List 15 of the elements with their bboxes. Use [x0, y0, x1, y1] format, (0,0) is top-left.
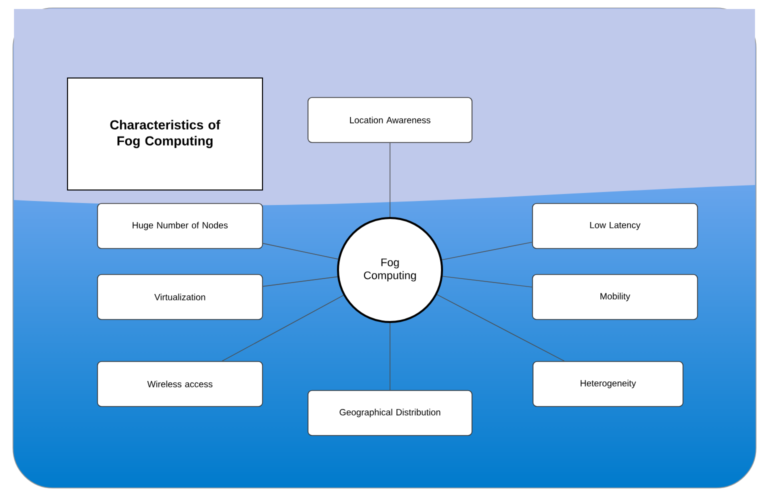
- characteristic-box: Mobility: [532, 274, 698, 320]
- characteristic-box: Geographical Distribution: [308, 390, 472, 436]
- characteristic-box: Wireless access: [97, 361, 263, 407]
- connector-line: [222, 294, 344, 362]
- connector-line: [262, 276, 338, 287]
- connector-line: [442, 242, 532, 260]
- characteristic-box: Huge Number of Nodes: [97, 203, 263, 249]
- connector-line: [436, 294, 565, 362]
- characteristic-box: Low Latency: [532, 203, 698, 249]
- characteristic-box: Location Awareness: [308, 97, 472, 143]
- characteristic-box: Virtualization: [97, 274, 263, 320]
- characteristic-box: Heterogeneity: [532, 361, 684, 407]
- title-box: Characteristics of Fog Computing: [67, 78, 263, 190]
- connector-line: [442, 276, 532, 288]
- connector-line: [262, 243, 338, 260]
